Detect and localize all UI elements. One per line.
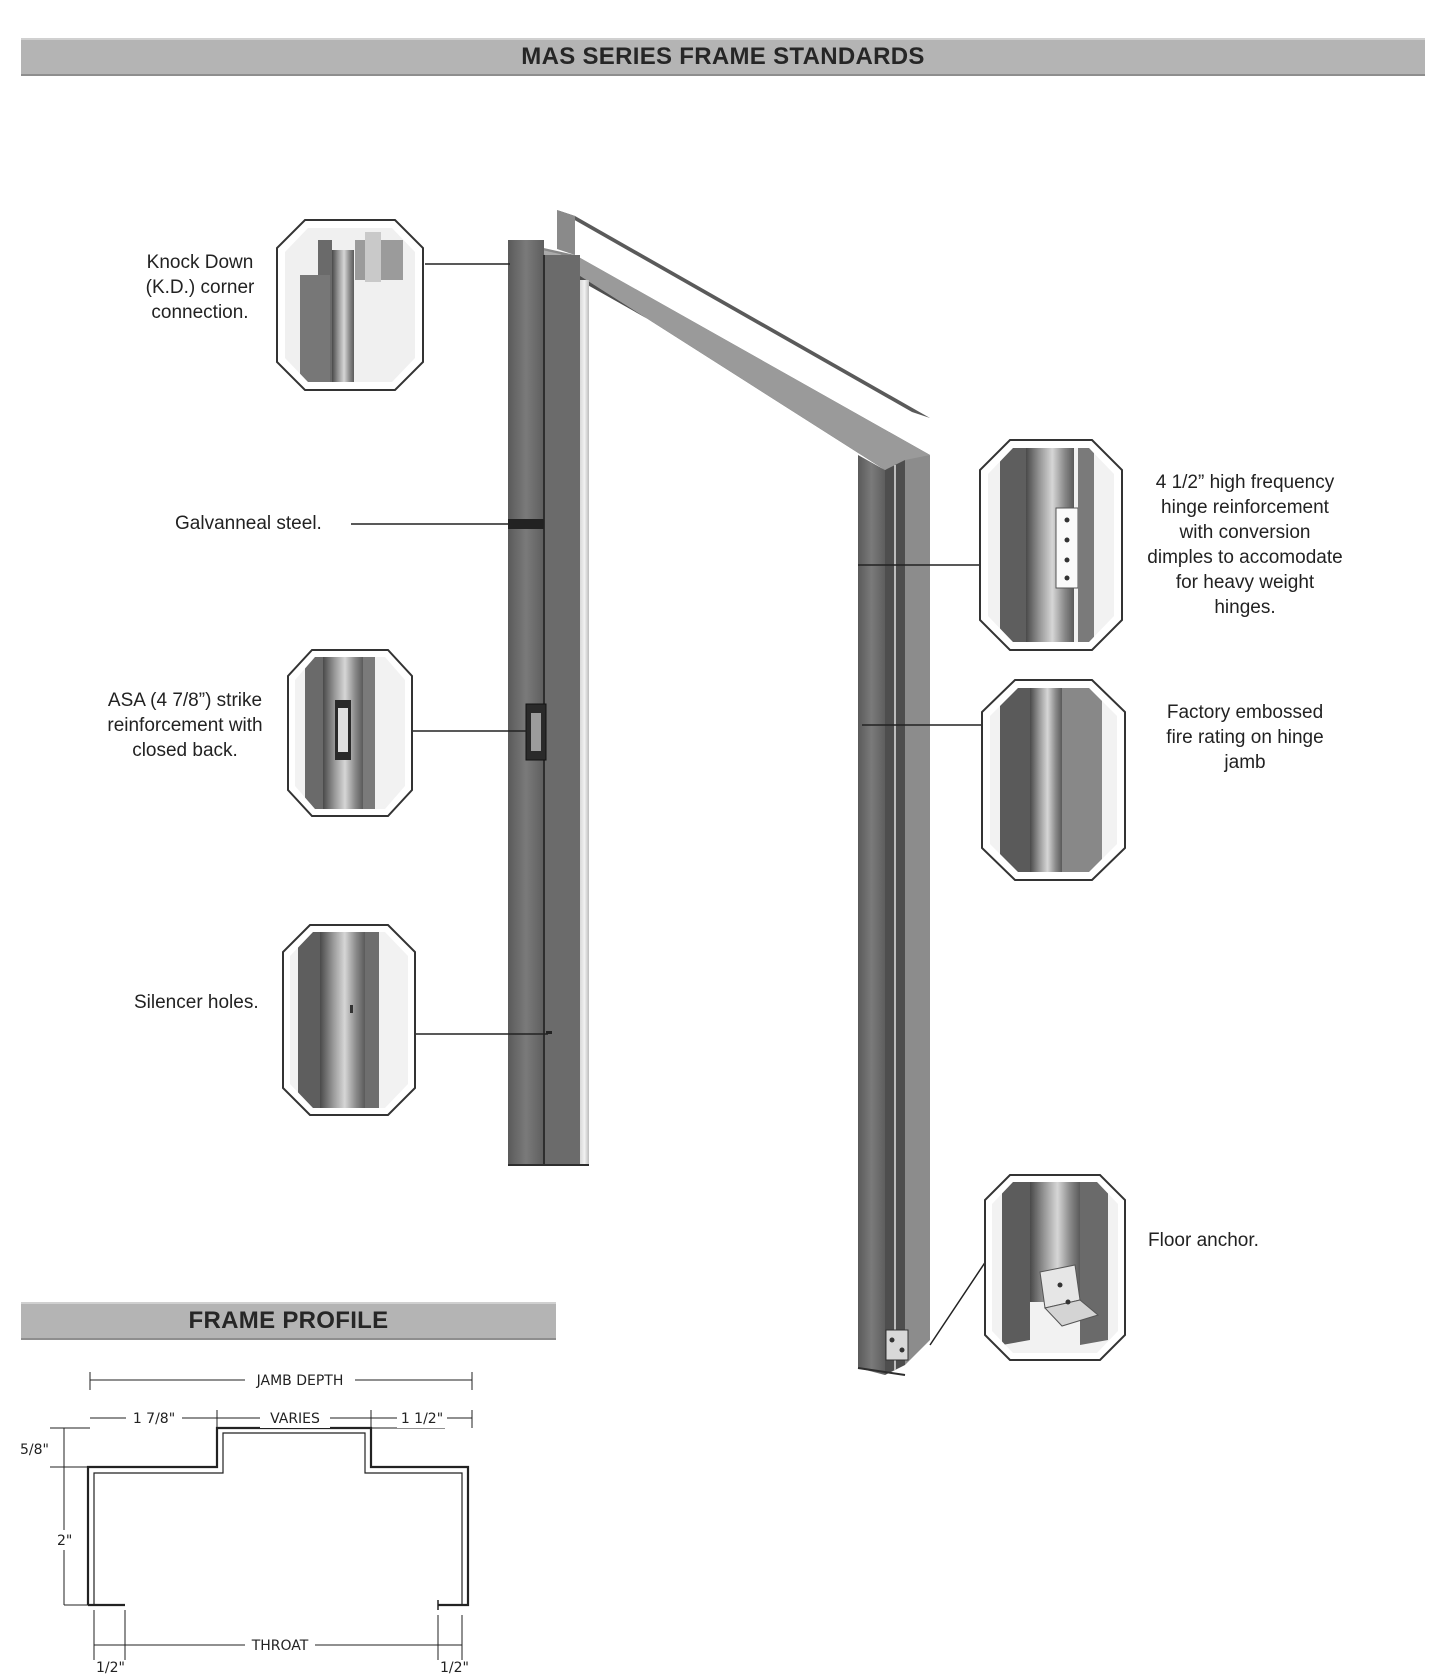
jamb-depth-label: JAMB DEPTH bbox=[256, 1373, 344, 1389]
floor-anchor-label: Floor anchor. bbox=[1148, 1230, 1259, 1251]
silencer-detail bbox=[282, 924, 416, 1116]
back-left-label: 1/2" bbox=[96, 1660, 125, 1675]
stop-label: 5/8" bbox=[20, 1442, 49, 1458]
hinge-label: 4 1/2” high frequency hinge reinforcemen… bbox=[1147, 472, 1343, 618]
head-rabbet bbox=[552, 255, 930, 470]
silencer-label: Silencer holes. bbox=[134, 992, 259, 1013]
galvanneal-label: Galvanneal steel. bbox=[175, 513, 322, 534]
hinge-detail bbox=[979, 439, 1123, 651]
strike-jamb-stop bbox=[544, 255, 580, 1165]
head-back-corner bbox=[557, 210, 575, 255]
fire-rating-label: Factory embossed fire rating on hinge ja… bbox=[1166, 702, 1324, 773]
strike-jamb-soffit bbox=[580, 280, 589, 1165]
frame-profile-labels: JAMB DEPTH 1 7/8" VARIES 1 1/2" 5/8" 2" … bbox=[20, 1370, 469, 1675]
strike-label: ASA (4 7/8”) strike reinforcement with c… bbox=[107, 690, 263, 761]
kd-corner-label: Knock Down (K.D.) corner connection. bbox=[145, 252, 255, 323]
frame-profile-banner: FRAME PROFILE bbox=[21, 1302, 556, 1340]
frame-profile-title: FRAME PROFILE bbox=[188, 1307, 389, 1334]
head-back bbox=[557, 210, 930, 418]
return-label: 2" bbox=[57, 1533, 72, 1549]
door-frame bbox=[508, 210, 930, 1376]
back-right-label: 1/2" bbox=[440, 1660, 469, 1675]
face-right-label: 1 1/2" bbox=[401, 1411, 443, 1427]
hinge-jamb-return bbox=[905, 455, 930, 1365]
page-title: MAS SERIES FRAME STANDARDS bbox=[521, 43, 925, 70]
varies-label: VARIES bbox=[270, 1411, 320, 1427]
kd-corner-detail bbox=[276, 219, 424, 391]
hinge-jamb-face bbox=[858, 455, 885, 1375]
face-left-label: 1 7/8" bbox=[133, 1411, 175, 1427]
strike-detail bbox=[287, 649, 413, 817]
fire-rating-detail bbox=[981, 679, 1126, 881]
throat-label: THROAT bbox=[251, 1638, 309, 1654]
page-title-banner: MAS SERIES FRAME STANDARDS bbox=[21, 38, 1425, 76]
floor-anchor-detail bbox=[984, 1174, 1126, 1361]
strike-jamb-face bbox=[508, 240, 544, 1165]
